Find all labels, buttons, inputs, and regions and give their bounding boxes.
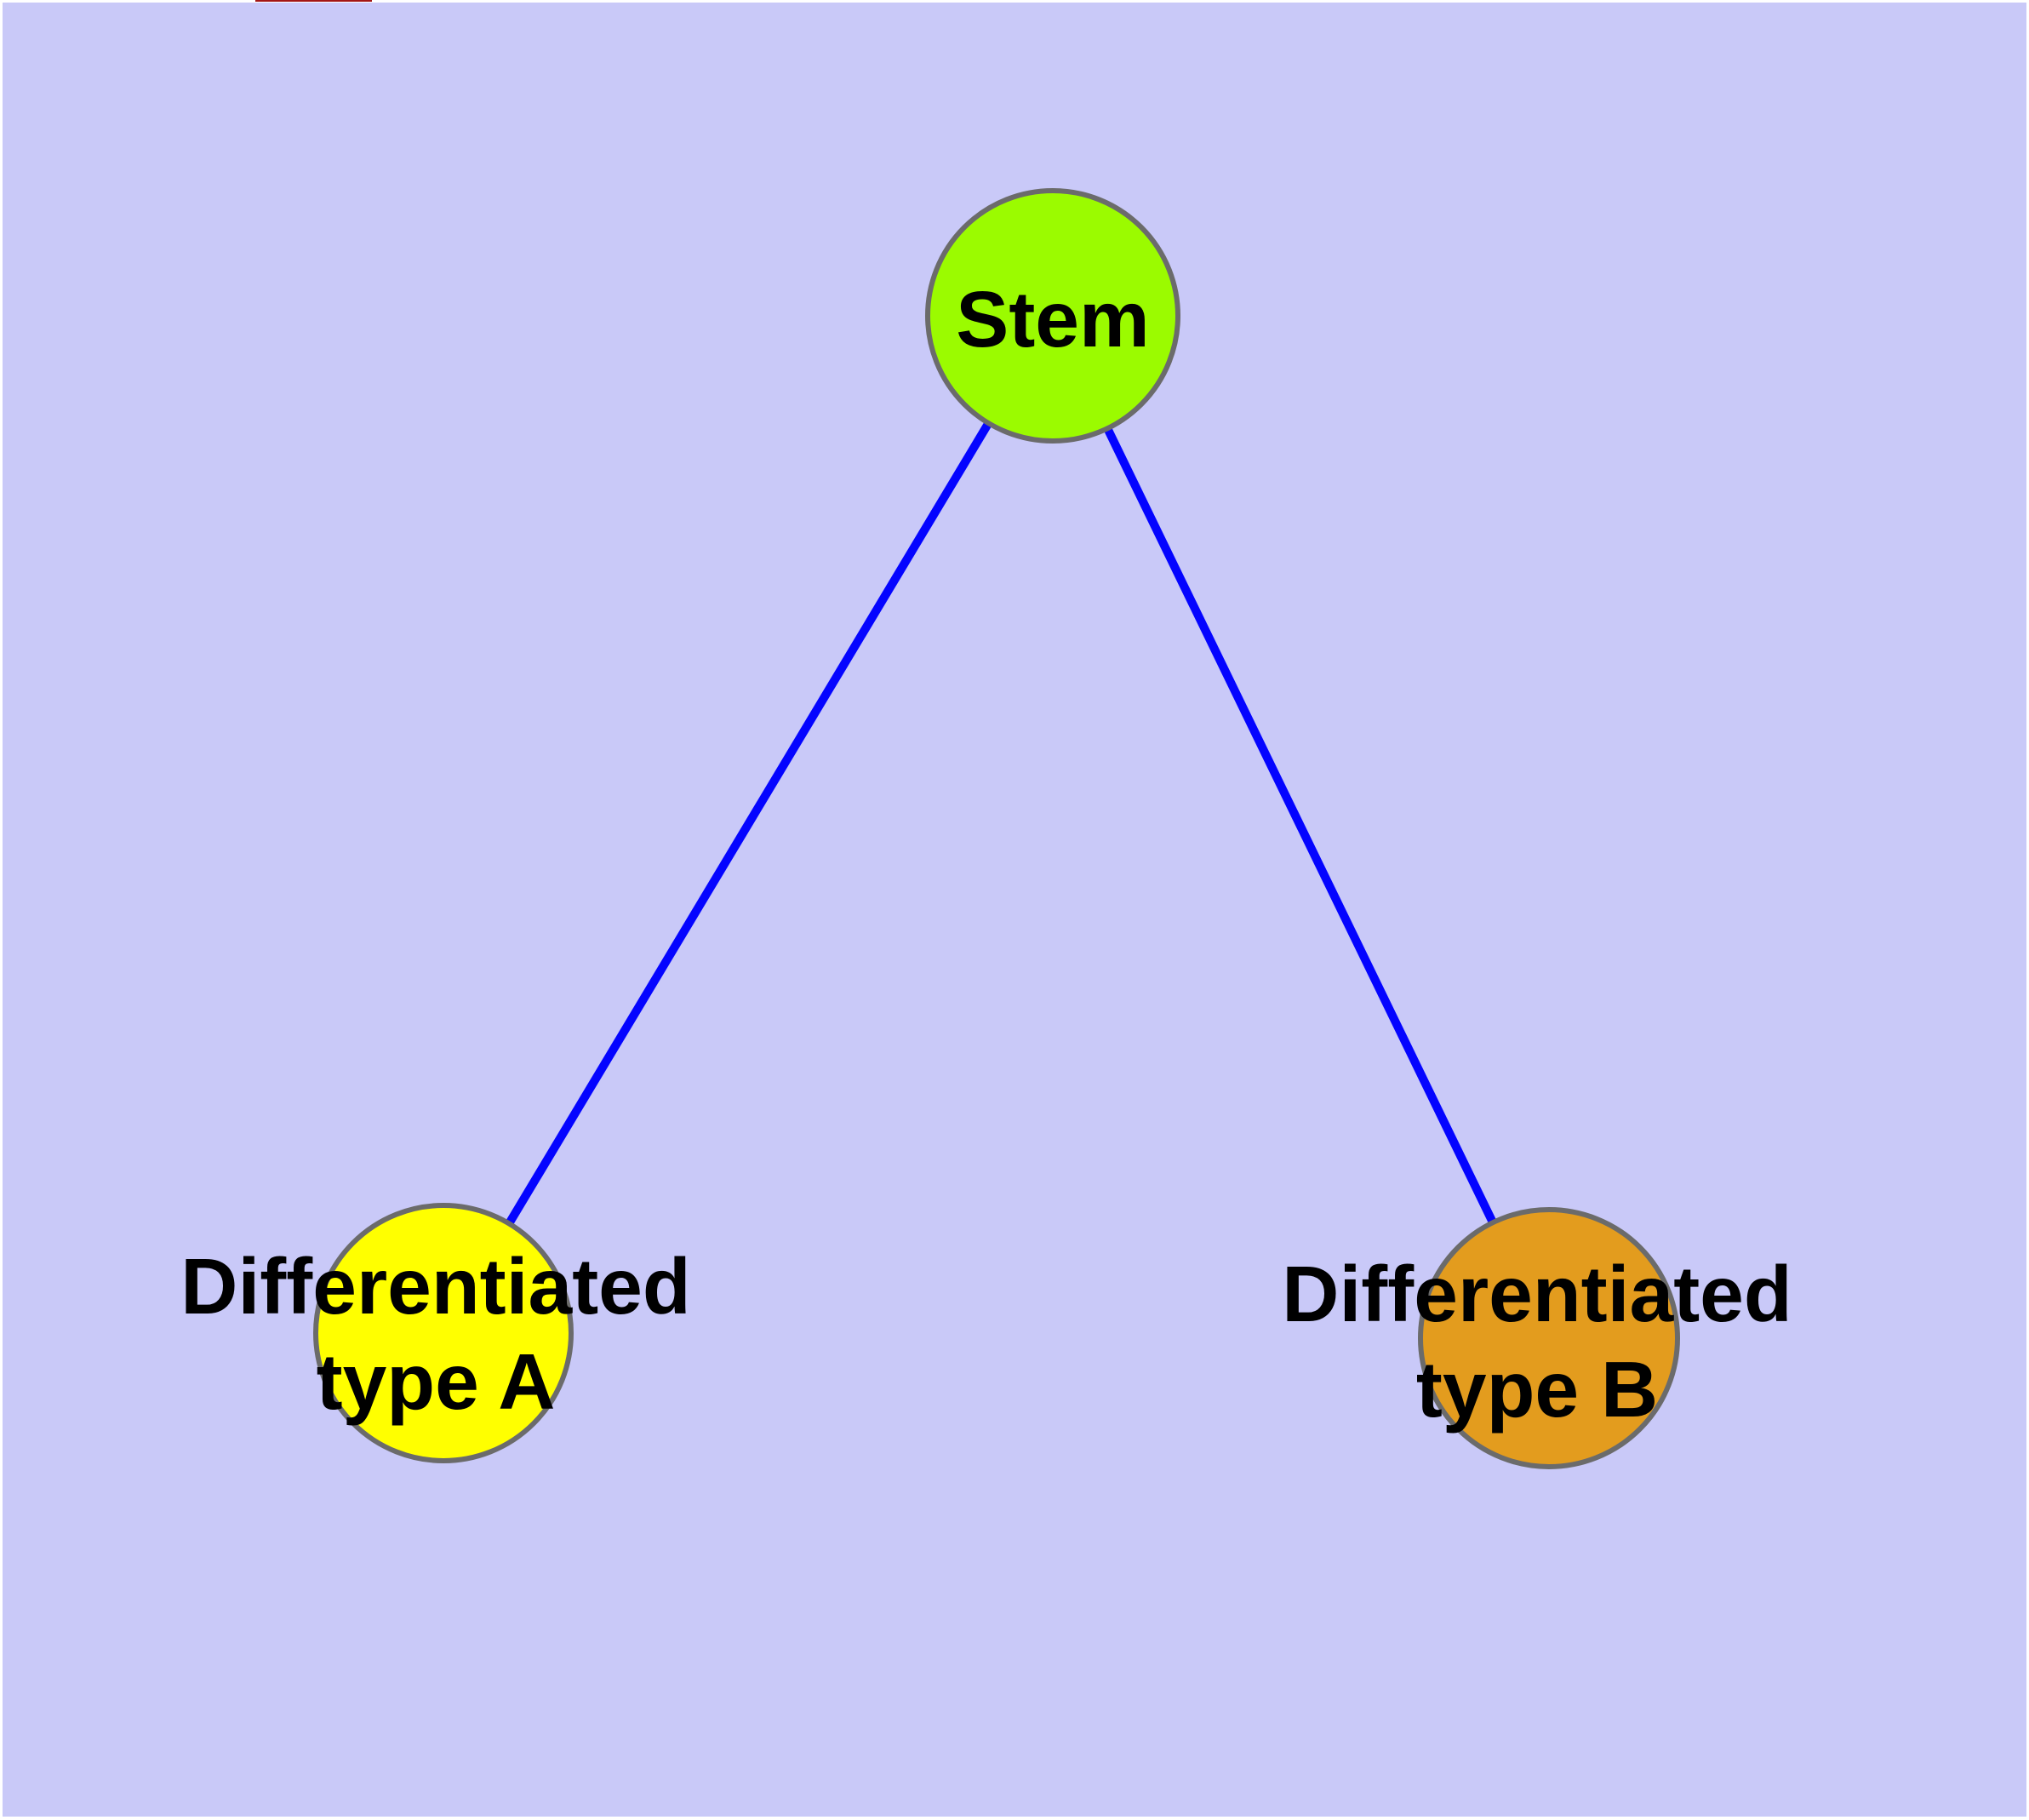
node-stem-label-text: Stem [956,275,1150,363]
top-edge-artifact [255,0,372,2]
node-stem-circle [925,188,1180,444]
node-stem-label: Stem [956,272,1149,367]
node-type-b-label-line2: type B [1415,1345,1659,1434]
node-type-a-label-line2: type A [316,1337,556,1426]
node-type-b-label: Differentiated type B [1282,1246,1792,1437]
edge-stem-to-type-a [439,313,1057,1336]
edge-stem-to-type-b [1049,313,1553,1341]
node-type-a-circle [313,1203,574,1463]
node-type-b-circle [1418,1207,1680,1469]
node-type-a-label: Differentiated type A [180,1239,690,1429]
node-type-b-label-line1: Differentiated [1282,1250,1792,1338]
node-type-a-label-line1: Differentiated [180,1242,691,1331]
